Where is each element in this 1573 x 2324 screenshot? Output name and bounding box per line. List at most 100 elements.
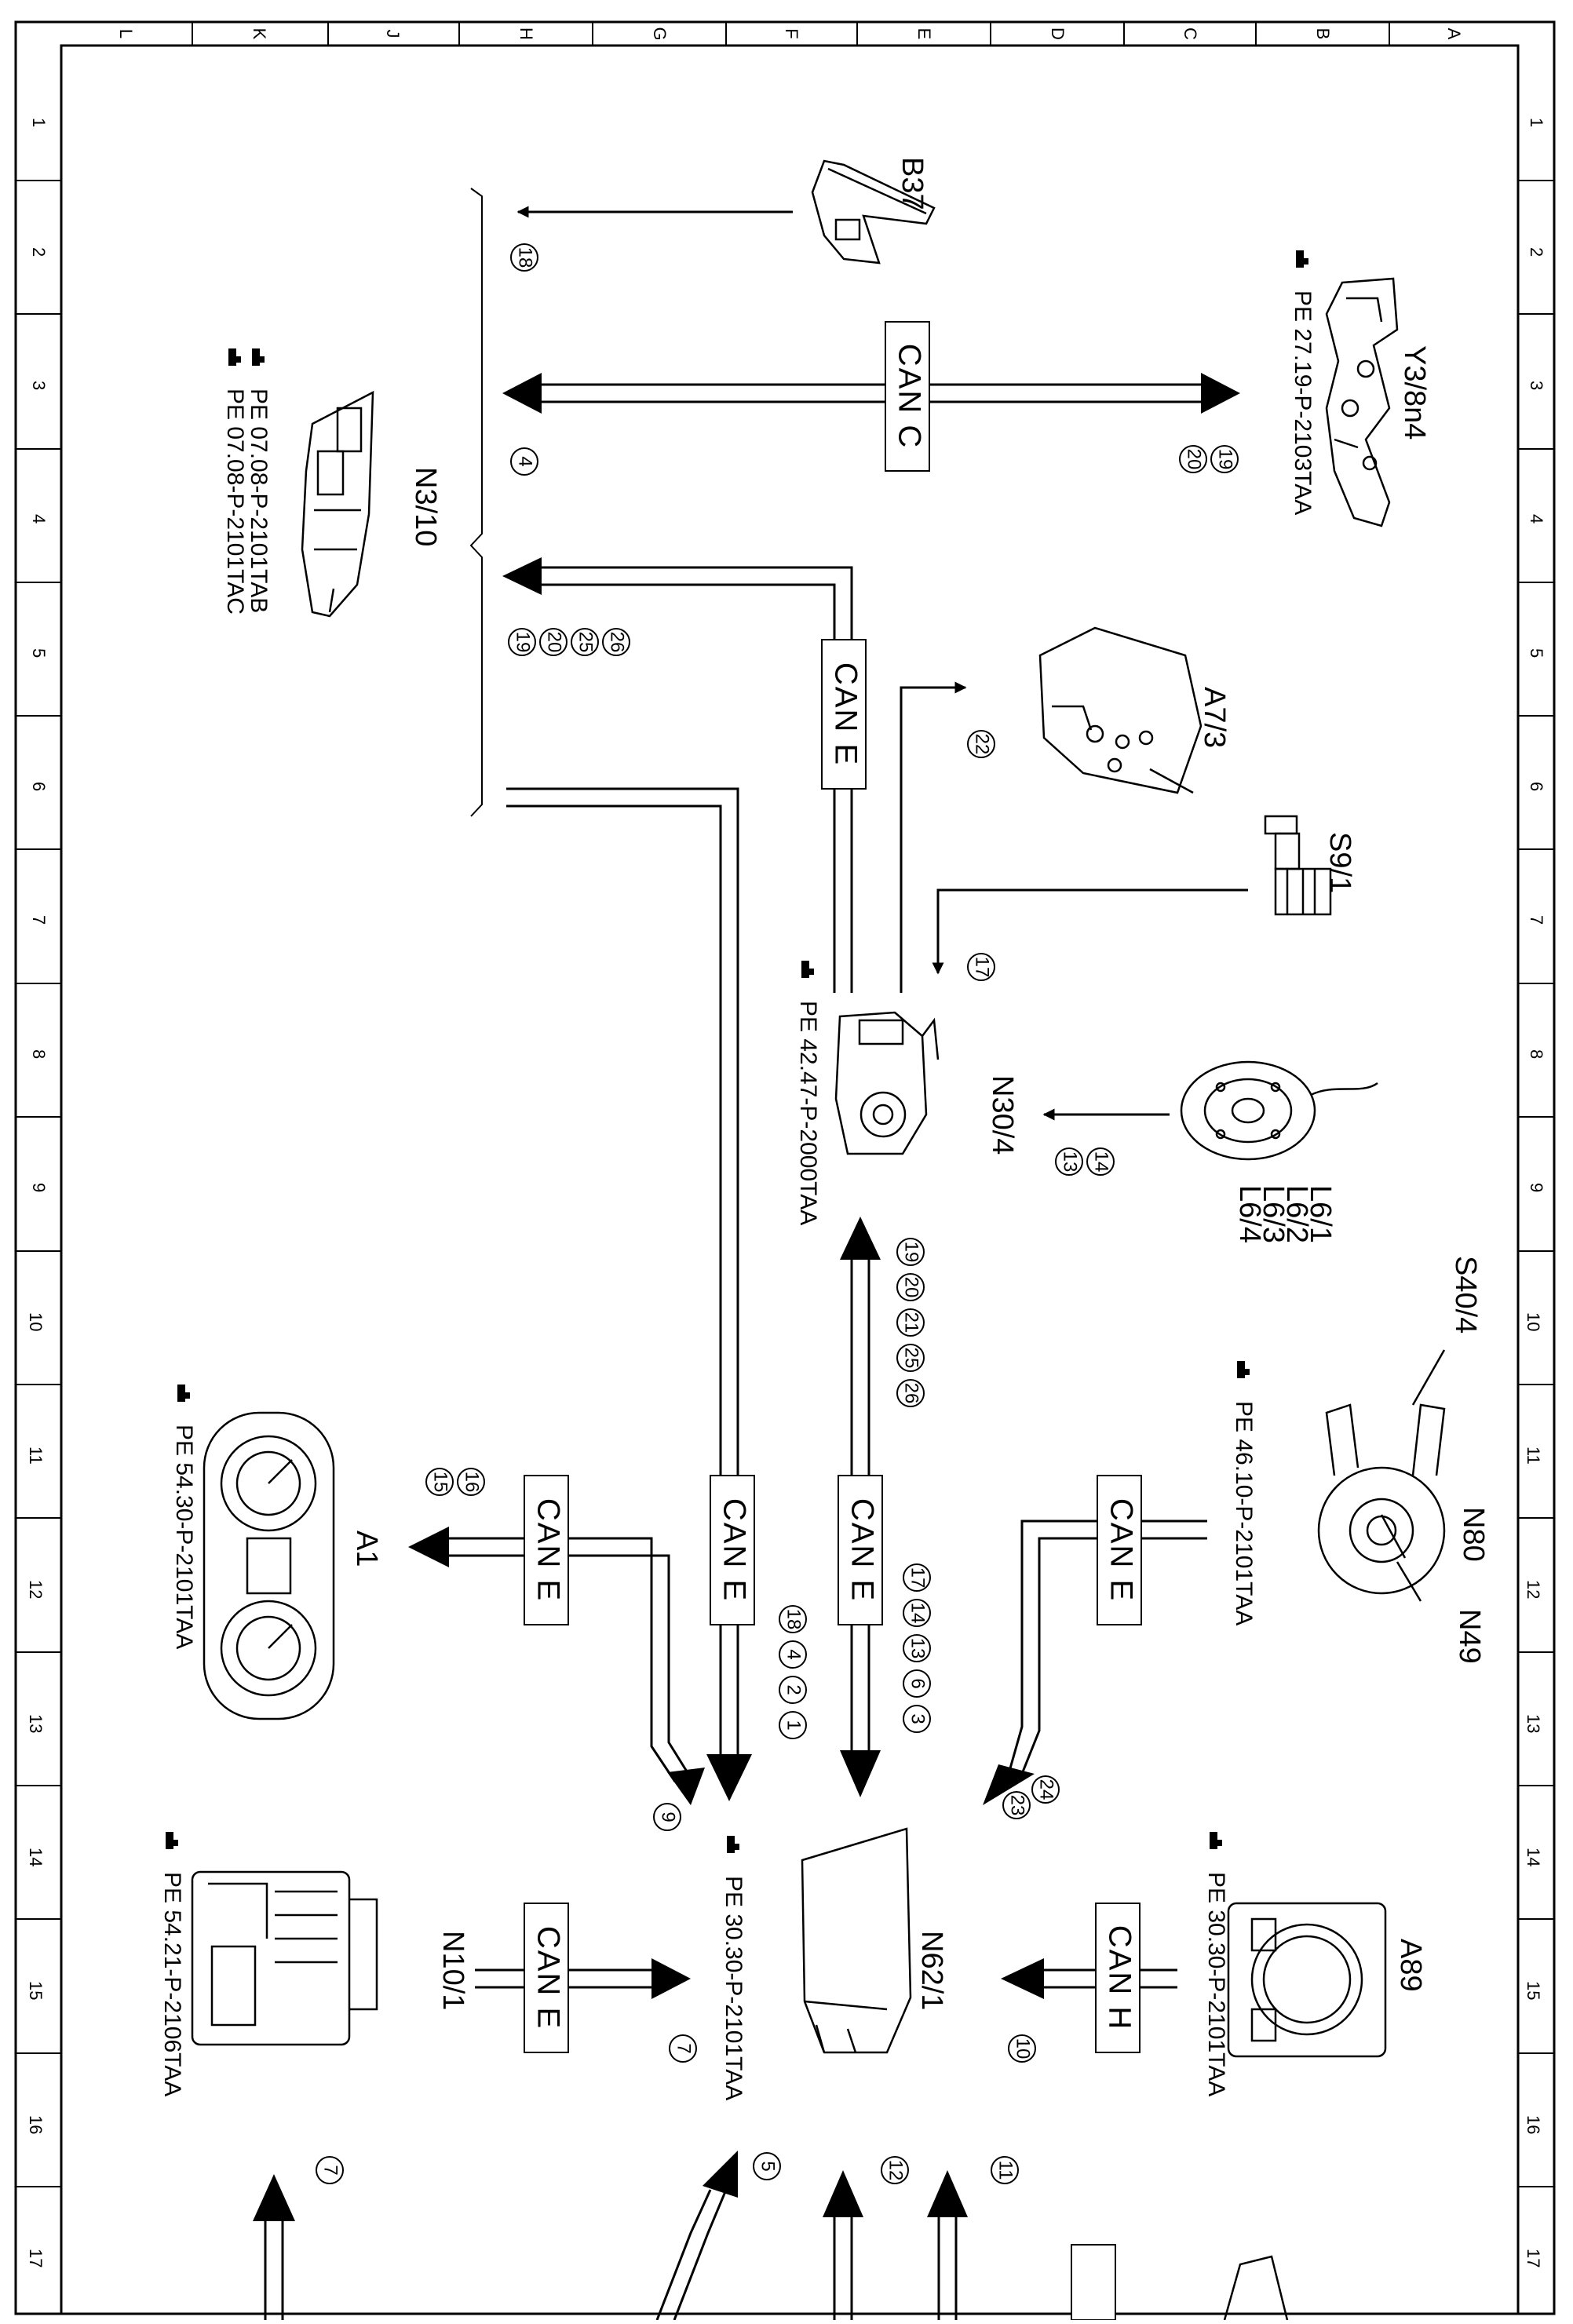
reference-hand-icon: [1296, 250, 1308, 268]
can-boxes: [524, 321, 1142, 2321]
grid-number: 10: [1524, 1312, 1543, 1331]
grid-number: 7: [1527, 915, 1546, 925]
grid-number: 7: [29, 915, 49, 925]
grid-number: 3: [1527, 381, 1546, 390]
grid-number-ticks: [16, 180, 1554, 2187]
n3-10-ecu-drawing: [301, 390, 374, 618]
reference-hand-icon: [801, 961, 814, 978]
label-y3-8n4: Y3/8n4: [1398, 345, 1431, 440]
signal-number: 10: [1013, 2038, 1034, 2059]
grid-letter: F: [782, 28, 801, 38]
grid-letter: C: [1181, 27, 1200, 40]
n80-steering-module-drawing: [1317, 1349, 1446, 1602]
grid-letter: K: [250, 28, 269, 40]
grid-number: 11: [26, 1447, 46, 1465]
grid-number: 11: [1524, 1447, 1543, 1465]
component-drawings: [191, 159, 1446, 2321]
label-l6-2: L6/2: [1280, 1185, 1313, 1243]
bus-arrowheads: [253, 373, 1240, 2221]
label-a89: A89: [1394, 1939, 1427, 1992]
label-b37: B37: [896, 157, 929, 210]
b37-sensor-drawing: [811, 159, 936, 265]
signal-number: 19: [513, 632, 534, 653]
ref-n3-10-b: PE 07.08-P-2101TAC: [222, 389, 248, 615]
grid-letter: A: [1444, 28, 1464, 40]
ref-a1: PE 54.30-P-2101TAA: [171, 1425, 197, 1649]
ref-n30-4: PE 42.47-P-2000TAA: [795, 1001, 821, 1225]
grid-letter: L: [116, 29, 136, 38]
signal-number: 7: [320, 2165, 341, 2175]
ref-n62-1: PE 30.30-P-2101TAA: [721, 1876, 746, 2100]
ref-y3-8n4: PE 27.19-P-2103TAA: [1290, 290, 1316, 515]
ref-n10-1: PE 54.21-P-2106TAA: [159, 1872, 185, 2096]
signal-number: 20: [544, 632, 565, 653]
ref-n3-10-a: PE 07.08-P-2101TAB: [246, 389, 272, 613]
ref-a89: PE 30.30-P-2101TAA: [1203, 1872, 1229, 2096]
grid-number: 4: [29, 514, 49, 524]
signal-number: 9: [658, 1811, 679, 1822]
label-a1: A1: [350, 1530, 383, 1567]
grid-number: 4: [1527, 514, 1546, 524]
label-l6-4: L6/4: [1233, 1185, 1266, 1243]
signal-number: 3: [907, 1713, 929, 1724]
can-c-label: CAN C: [892, 344, 926, 449]
label-a7-3: A7/3: [1198, 687, 1231, 748]
grid-number: 9: [29, 1183, 49, 1192]
n30-4-unit-drawing: [834, 1011, 940, 1155]
grid-letter: D: [1048, 27, 1068, 40]
signal-number: 17: [972, 957, 993, 978]
a89-sensor-drawing: [1227, 1902, 1387, 2058]
reference-hand-icon: [166, 1832, 178, 1849]
signal-number: 14: [1091, 1151, 1112, 1173]
label-n80: N80: [1457, 1507, 1490, 1562]
ref-s40-4: PE 46.10-P-2101TAA: [1231, 1401, 1257, 1625]
signal-number: 19: [1215, 449, 1236, 470]
wires: [264, 206, 1248, 2321]
s9-1-switch-drawing: [1264, 815, 1332, 916]
signal-number: 24: [1036, 1779, 1057, 1800]
grid-number: 14: [1524, 1848, 1543, 1866]
signal-number: 21: [901, 1312, 922, 1333]
signal-number: 13: [1060, 1151, 1081, 1173]
signal-number: 26: [607, 632, 628, 653]
label-n30-4: N30/4: [986, 1075, 1019, 1155]
grid-number: 1: [1527, 118, 1546, 127]
reference-hand-icon: [228, 348, 241, 366]
grid-number: 10: [26, 1312, 46, 1331]
label-n3-10: N3/10: [409, 467, 442, 546]
can-e-label: CAN E: [1104, 1498, 1138, 1602]
y3-8n4-plate-drawing: [1325, 277, 1399, 527]
signal-number: 12: [885, 2160, 907, 2181]
grid-number: 12: [1524, 1580, 1543, 1599]
label-s40-4: S40/4: [1449, 1256, 1482, 1333]
signal-number: 4: [515, 456, 536, 466]
can-e-label: CAN E: [531, 1926, 565, 2030]
grid-number: 2: [1527, 247, 1546, 257]
grid-number: 13: [26, 1714, 46, 1733]
grid-number: 6: [1527, 782, 1546, 791]
signal-number: 14: [907, 1603, 929, 1624]
signal-number: 26: [901, 1383, 922, 1404]
sheet-frame: [14, 20, 1556, 2315]
label-l6-1: L6/1: [1304, 1185, 1337, 1243]
signal-number: 5: [757, 2161, 779, 2171]
grid-number: 13: [1524, 1714, 1543, 1733]
grid-number: 5: [1527, 648, 1546, 658]
grid-number: 8: [29, 1049, 49, 1059]
grid-number: 9: [1527, 1183, 1546, 1192]
grid-number: 17: [1524, 2249, 1543, 2267]
signal-number: 20: [1184, 449, 1205, 470]
grid-number: 16: [1524, 2115, 1543, 2134]
can-h-label: CAN H: [1102, 1925, 1137, 2030]
reference-hand-icon: [727, 1836, 739, 1853]
signal-number: 16: [462, 1472, 483, 1493]
reference-hand-icon: [1237, 1361, 1250, 1378]
grid-letter: G: [650, 27, 670, 40]
grid-number: 14: [26, 1848, 46, 1866]
signal-number: 25: [575, 632, 597, 653]
grid-number: 1: [29, 118, 49, 127]
grid-number: 16: [26, 2115, 46, 2134]
label-n62-1: N62/1: [915, 1931, 948, 2010]
signal-number: 6: [907, 1678, 929, 1688]
